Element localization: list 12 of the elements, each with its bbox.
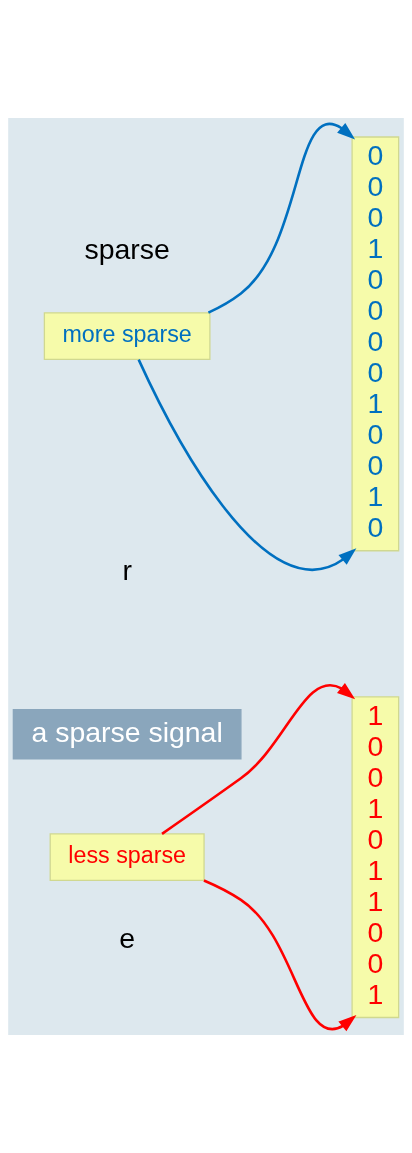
node-box: 1 0 0 1 0 1 1 0 0 1: [351, 696, 400, 1019]
arrow: [207, 122, 356, 314]
node-box: less sparse: [49, 833, 205, 882]
label: r: [122, 553, 132, 586]
label: sparse: [84, 233, 170, 266]
node-box: a sparse signal: [12, 709, 242, 760]
arrow: [137, 359, 357, 570]
node-box: more sparse: [43, 312, 211, 361]
arrow: [161, 683, 356, 835]
node-box: 0 0 0 1 0 0 0 0 1 0 0 1 0: [351, 136, 400, 552]
arrow: [203, 879, 357, 1032]
label: e: [119, 922, 136, 955]
